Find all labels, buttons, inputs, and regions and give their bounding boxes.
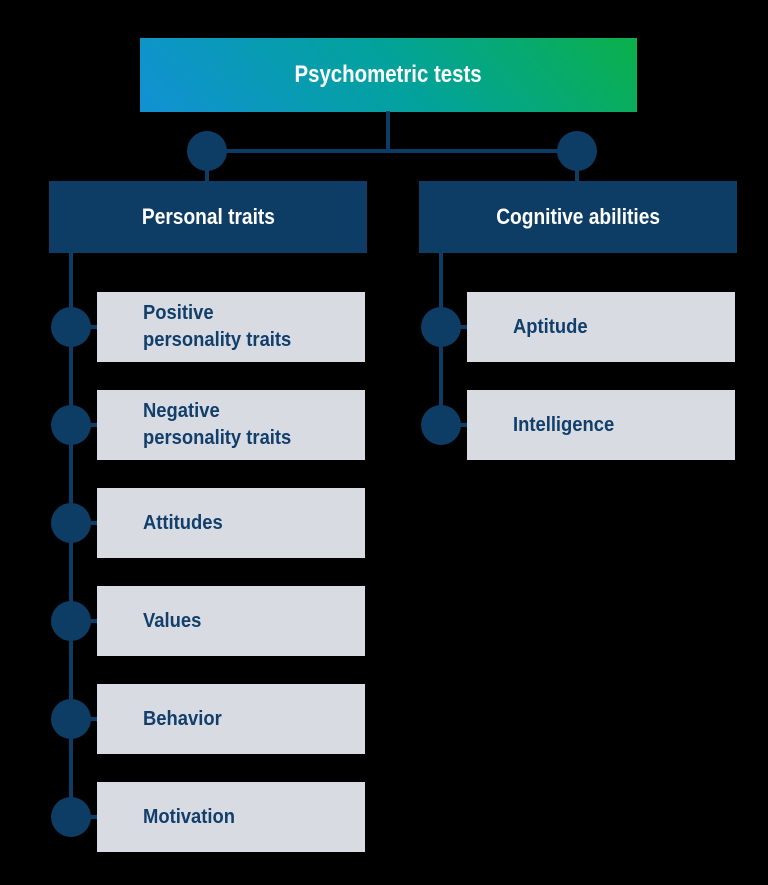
- item-box: Behavior: [97, 684, 365, 754]
- item-box: Negative personality traits: [97, 390, 365, 460]
- item-label: Negative personality traits: [143, 400, 292, 449]
- list-item-intelligence: Intelligence: [419, 390, 737, 460]
- item-box: Attitudes: [97, 488, 365, 558]
- branch-stem-left: [205, 170, 209, 182]
- item-label: Values: [143, 609, 202, 632]
- branch-stem-right: [575, 170, 579, 182]
- item-connector-line: [441, 325, 471, 329]
- item-connector-line: [71, 423, 101, 427]
- item-label: Behavior: [143, 707, 222, 730]
- root-connector-stem: [386, 111, 390, 152]
- root-node-label: Psychometric tests: [294, 61, 483, 88]
- branch-node-circle-right: [557, 131, 597, 171]
- list-item-aptitude: Aptitude: [419, 292, 737, 362]
- item-label: Intelligence: [513, 413, 615, 436]
- root-node-psychometric-tests: Psychometric tests: [140, 38, 637, 112]
- branch-connector-line: [205, 149, 579, 153]
- item-connector-line: [71, 521, 101, 525]
- item-connector-line: [441, 423, 471, 427]
- list-item-behavior: Behavior: [49, 684, 367, 754]
- item-box: Values: [97, 586, 365, 656]
- column-personal-traits: Personal traits Positive personality tra…: [49, 181, 367, 861]
- item-connector-line: [71, 815, 101, 819]
- list-item-motivation: Motivation: [49, 782, 367, 852]
- branch-header-label: Personal traits: [141, 204, 275, 229]
- item-connector-line: [71, 717, 101, 721]
- item-box: Positive personality traits: [97, 292, 365, 362]
- list-item-values: Values: [49, 586, 367, 656]
- item-box: Motivation: [97, 782, 365, 852]
- branch-header-cognitive-abilities: Cognitive abilities: [419, 181, 737, 253]
- branch-node-circle-left: [187, 131, 227, 171]
- list-item-negative-personality-traits: Negative personality traits: [49, 390, 367, 460]
- item-connector-line: [71, 619, 101, 623]
- item-label: Aptitude: [513, 315, 588, 338]
- list-item-positive-personality-traits: Positive personality traits: [49, 292, 367, 362]
- branch-header-personal-traits: Personal traits: [49, 181, 367, 253]
- column-cognitive-abilities: Cognitive abilities Aptitude Intelligenc…: [419, 181, 737, 481]
- branch-header-label: Cognitive abilities: [496, 204, 660, 229]
- item-label: Attitudes: [143, 511, 223, 534]
- item-label: Positive personality traits: [143, 302, 292, 351]
- list-item-attitudes: Attitudes: [49, 488, 367, 558]
- item-label: Motivation: [143, 805, 235, 828]
- item-box: Aptitude: [467, 292, 735, 362]
- item-connector-line: [71, 325, 101, 329]
- item-box: Intelligence: [467, 390, 735, 460]
